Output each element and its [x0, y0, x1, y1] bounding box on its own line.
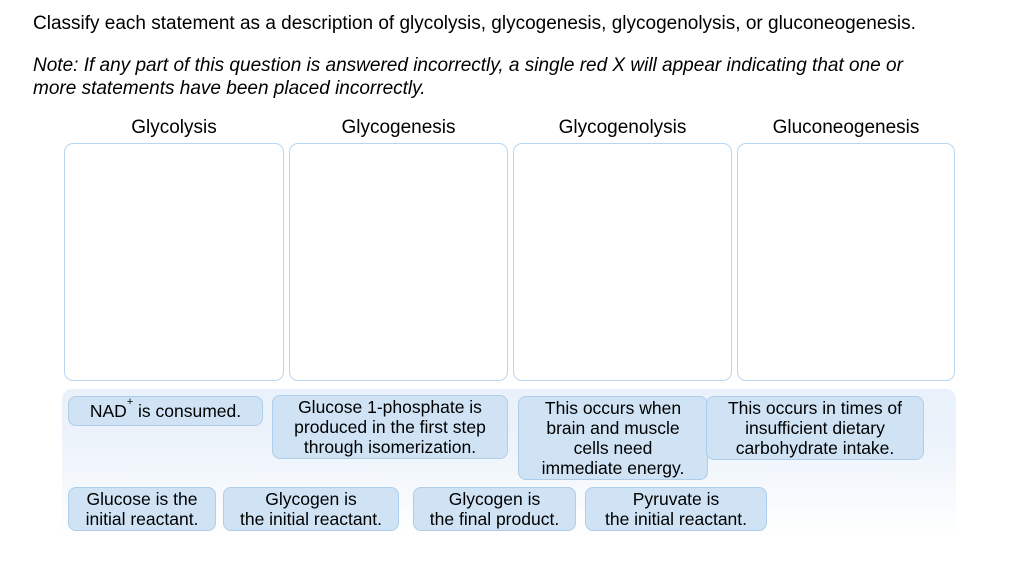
column-header-glycolysis: Glycolysis — [131, 117, 217, 138]
dropzone-glycogenesis[interactable] — [289, 143, 508, 381]
statement-chip-glucose-initial-reactant[interactable]: Glucose is the initial reactant. — [68, 487, 216, 531]
dropzone-glycolysis[interactable] — [64, 143, 284, 381]
statement-chip-insufficient-carbohydrate[interactable]: This occurs in times of insufficient die… — [706, 396, 924, 460]
statement-chip-pyruvate-initial-reactant[interactable]: Pyruvate is the initial reactant. — [585, 487, 767, 531]
question-note: Note: If any part of this question is an… — [33, 55, 903, 99]
statement-chip-nad-consumed[interactable]: NAD+ is consumed. — [68, 396, 263, 426]
statement-chip-glucose-1-phosphate[interactable]: Glucose 1-phosphate is produced in the f… — [272, 395, 508, 459]
dropzone-gluconeogenesis[interactable] — [737, 143, 955, 381]
superscript-plus: + — [126, 396, 134, 409]
statement-chip-glycogen-initial-reactant[interactable]: Glycogen is the initial reactant. — [223, 487, 399, 531]
statement-chip-glycogen-final-product[interactable]: Glycogen is the final product. — [413, 487, 576, 531]
column-header-glycogenolysis: Glycogenolysis — [558, 117, 687, 138]
question-prompt: Classify each statement as a description… — [33, 13, 916, 34]
statement-text: NAD+ is consumed. — [89, 396, 242, 421]
column-header-glycogenesis: Glycogenesis — [341, 117, 456, 138]
column-header-gluconeogenesis: Gluconeogenesis — [772, 117, 920, 138]
statement-chip-brain-muscle-energy[interactable]: This occurs when brain and muscle cells … — [518, 396, 708, 480]
dropzone-glycogenolysis[interactable] — [513, 143, 732, 381]
